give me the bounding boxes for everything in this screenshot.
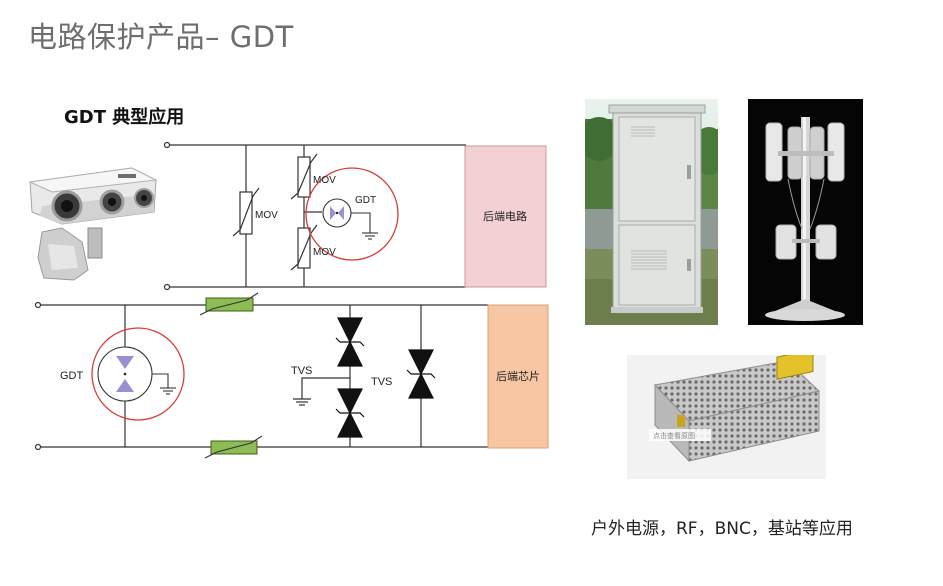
load-box-bottom (487, 304, 549, 449)
tvs-left-upper (335, 317, 365, 367)
input-terminal-bottom (163, 283, 171, 291)
bottom-circuit (34, 301, 488, 451)
mov-top (290, 153, 318, 200)
tvs-left-label: TVS (291, 365, 312, 377)
gdt-top-label: GDT (355, 195, 376, 206)
power-supply-photo: 点击查看原图 (627, 355, 826, 479)
mov-bottom-label: MOV (313, 247, 336, 258)
input-terminal-top (163, 141, 171, 149)
tvs-right-label: TVS (371, 376, 392, 388)
base-station-antenna-photo (748, 99, 863, 325)
mov-left-label: MOV (255, 210, 278, 221)
diagram-title: GDT 典型应用 (64, 107, 185, 128)
psu-watermark: 点击查看原图 (653, 431, 695, 440)
top-circuit (163, 141, 466, 291)
mov-top-label: MOV (313, 175, 336, 186)
security-camera-photo (22, 160, 162, 295)
application-caption: 户外电源，RF，BNC，基站等应用 (591, 519, 853, 539)
gdt-bottom-label: GDT (60, 370, 84, 382)
load-box-top (464, 145, 547, 288)
tvs-right (406, 349, 436, 399)
slide-title: 电路保护产品– GDT (28, 20, 294, 54)
tvs-left-lower (335, 388, 365, 438)
load-top-label: 后端电路 (483, 210, 527, 223)
ptc-top (199, 292, 259, 316)
gdt-bottom-highlight (91, 327, 185, 421)
mov-left (232, 187, 260, 237)
ptc-bottom (204, 435, 263, 459)
load-bottom-label: 后端芯片 (496, 369, 540, 383)
gdt-top (305, 167, 399, 261)
outdoor-cabinet-photo (585, 99, 718, 325)
gdt-bottom (91, 327, 185, 421)
input-terminal-bottom-top (34, 301, 42, 309)
mov-bottom (290, 224, 318, 271)
input-terminal-bottom-bottom (34, 443, 42, 451)
gdt-top-highlight (305, 167, 399, 261)
